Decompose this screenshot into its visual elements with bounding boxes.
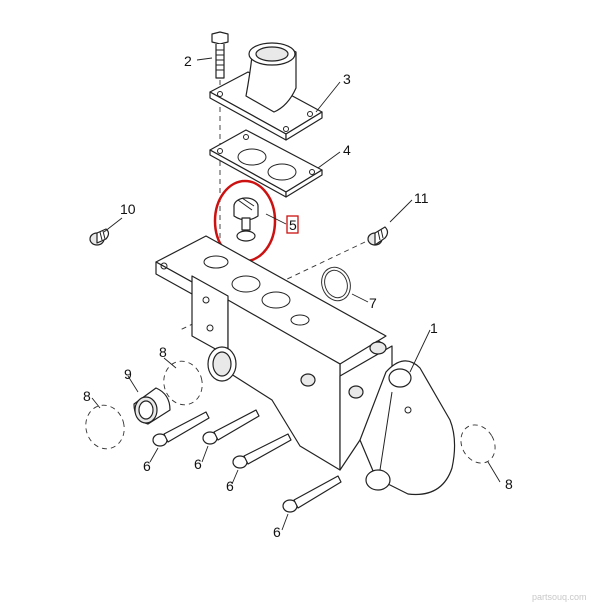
part-6-bolt-1[interactable] bbox=[152, 411, 210, 447]
callout-5-box bbox=[286, 215, 299, 234]
callout-11[interactable]: 11 bbox=[414, 190, 429, 206]
callout-6-b[interactable]: 6 bbox=[194, 456, 202, 472]
callout-6-d[interactable]: 6 bbox=[273, 524, 281, 540]
callout-6-a[interactable]: 6 bbox=[143, 458, 151, 474]
callout-6-c[interactable]: 6 bbox=[226, 478, 234, 494]
part-6-bolt-4[interactable] bbox=[282, 475, 342, 513]
callout-2[interactable]: 2 bbox=[184, 53, 192, 69]
part-2-bolt[interactable] bbox=[211, 31, 229, 79]
part-4-gasket[interactable] bbox=[209, 129, 323, 198]
part-8-o-ring-mid[interactable] bbox=[159, 357, 207, 409]
callout-7[interactable]: 7 bbox=[369, 295, 377, 311]
part-8-o-ring-right[interactable] bbox=[454, 419, 502, 470]
callout-10[interactable]: 10 bbox=[120, 201, 136, 217]
part-6-bolt-3[interactable] bbox=[232, 433, 292, 469]
part-3-thermostat-housing[interactable] bbox=[209, 42, 323, 141]
part-5-thermostat[interactable] bbox=[233, 197, 259, 242]
callout-8-mid[interactable]: 8 bbox=[159, 344, 167, 360]
callout-3[interactable]: 3 bbox=[343, 71, 351, 87]
callout-4[interactable]: 4 bbox=[343, 142, 351, 158]
part-6-bolt-2[interactable] bbox=[202, 409, 260, 445]
callout-5[interactable]: 5 bbox=[289, 217, 297, 233]
part-11-plug[interactable] bbox=[367, 226, 389, 246]
callout-1[interactable]: 1 bbox=[430, 320, 438, 336]
callout-8-left[interactable]: 8 bbox=[83, 388, 91, 404]
callout-8-right[interactable]: 8 bbox=[505, 476, 513, 492]
part-1-water-manifold[interactable] bbox=[155, 235, 456, 496]
callout-9[interactable]: 9 bbox=[124, 366, 132, 382]
part-9-sleeve[interactable] bbox=[133, 387, 171, 425]
part-10-plug[interactable] bbox=[89, 228, 110, 246]
part-8-o-ring-left[interactable] bbox=[81, 401, 129, 453]
part-7-o-ring[interactable] bbox=[317, 263, 355, 305]
watermark: partsouq.com bbox=[532, 592, 587, 602]
